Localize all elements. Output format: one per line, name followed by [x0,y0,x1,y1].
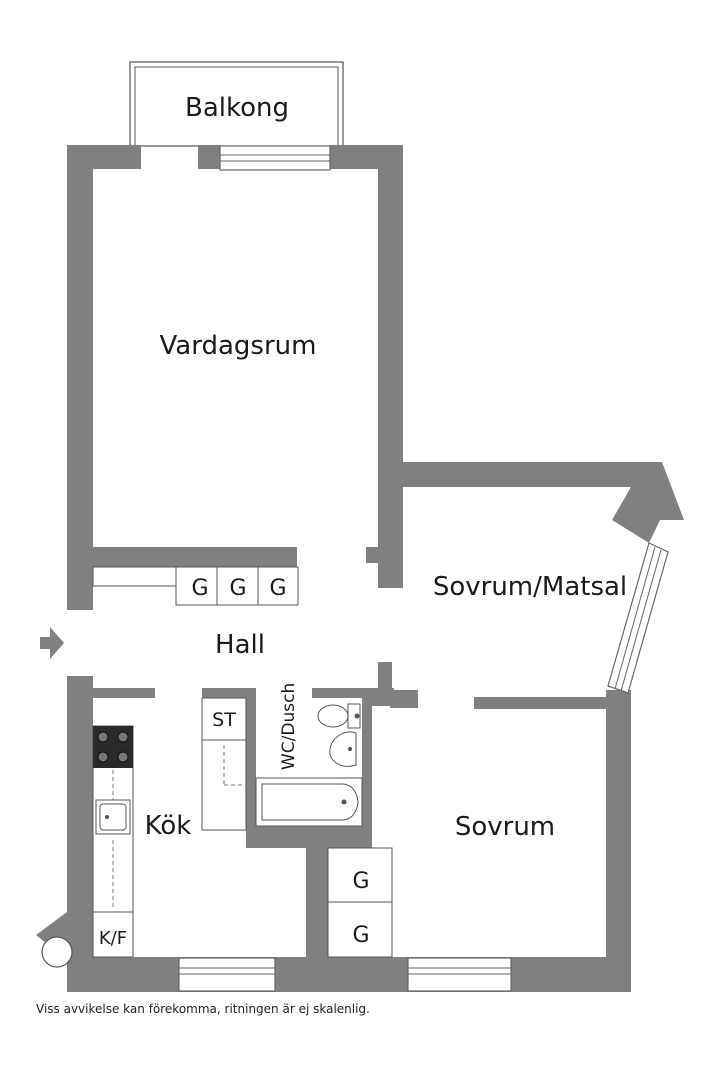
wc-dusch-label: WC/Dusch [279,683,299,770]
balcony [129,61,344,147]
floor-plan: .wall { fill: #808080; } .fx { fill: #ff… [36,61,684,992]
hall-wardrobe-label-3: G [269,576,286,601]
entrance-arrow-icon [40,627,64,659]
storage-label: ST [212,709,236,731]
bedroom-wardrobe-label-1: G [352,869,369,894]
washbasin-icon [329,731,357,767]
sovrum-label: Sovrum [455,812,555,842]
kok-label: Kök [145,811,192,841]
chimney-icon [36,912,73,968]
fridge-freezer-label: K/F [99,928,127,949]
walls [67,145,684,992]
vardagsrum-label: Vardagsrum [160,331,317,361]
disclaimer-text: Viss avvikelse kan förekomma, ritningen … [36,1002,370,1016]
windows [178,145,669,992]
hall-label: Hall [215,630,265,660]
bedroom-wardrobes [327,847,393,958]
hall-wardrobes [92,566,299,606]
hall-wardrobe-label-1: G [191,576,208,601]
sovrum-matsal-label: Sovrum/Matsal [433,572,627,602]
sink-icon [95,799,131,835]
bedroom-wardrobe-label-2: G [352,923,369,948]
balkong-label: Balkong [185,93,289,123]
storage [201,697,247,831]
toilet-icon [317,703,361,729]
bathtub-icon [255,777,363,827]
hall-wardrobe-label-2: G [229,576,246,601]
stove-icon [93,726,133,768]
